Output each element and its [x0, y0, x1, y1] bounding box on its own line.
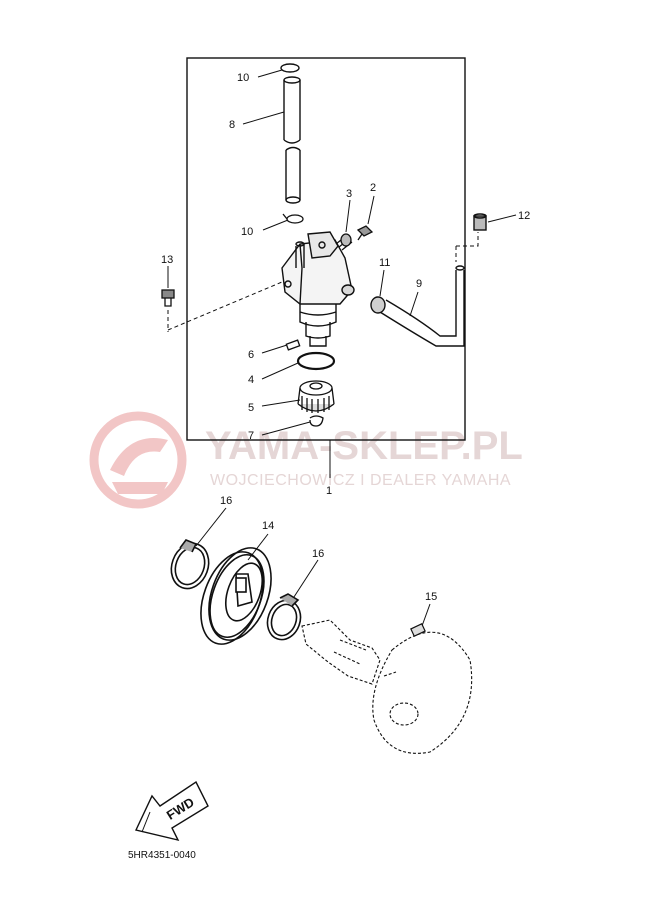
circlip — [309, 415, 324, 427]
callout-2: 2 — [370, 182, 376, 194]
hose-clip-lower — [282, 213, 304, 224]
watermark-title: YAMA-SKLEP.PL — [205, 424, 523, 468]
watermark-subtitle: WOJCIECHOWICZ I DEALER YAMAHA — [210, 472, 511, 489]
callout-labels: 10 8 3 2 10 12 13 11 9 6 4 5 7 1 16 14 1… — [161, 72, 530, 603]
callout-7: 7 — [248, 430, 254, 442]
callout-10-mid: 10 — [241, 226, 253, 238]
callout-9: 9 — [416, 278, 422, 290]
diagram-code: 5HR4351-0040 — [128, 850, 196, 861]
callout-13: 13 — [161, 254, 173, 266]
callout-6: 6 — [248, 349, 254, 361]
callout-3: 3 — [346, 188, 352, 200]
hose-cap — [473, 213, 487, 231]
oil-hose-upper — [280, 63, 301, 204]
crankshaft-reference — [301, 619, 473, 754]
pump-drive-gear — [297, 380, 335, 413]
pin — [285, 339, 301, 351]
guide-lines — [167, 232, 479, 332]
callout-5: 5 — [248, 402, 254, 414]
callout-14: 14 — [262, 520, 274, 532]
pump-spring — [335, 233, 353, 251]
mounting-bolt — [161, 289, 175, 307]
callout-4: 4 — [248, 374, 254, 386]
forward-direction-arrow: FWD — [134, 780, 209, 842]
callout-8: 8 — [229, 119, 235, 131]
crankshaft-pulley — [200, 547, 272, 645]
oil-pump-body — [281, 231, 355, 347]
circlip-right — [266, 593, 302, 641]
callout-12: 12 — [518, 210, 530, 222]
callout-1: 1 — [326, 485, 332, 497]
callout-11: 11 — [379, 257, 390, 269]
watermark: YAMA-SKLEP.PL WOJCIECHOWICZ I DEALER YAM… — [89, 411, 523, 509]
assembly-frame — [186, 57, 466, 441]
callout-15: 15 — [425, 591, 437, 603]
leader-lines — [167, 69, 517, 627]
oil-delivery-hose — [379, 265, 465, 347]
woodruff-key — [410, 623, 426, 637]
callout-16-right: 16 — [312, 548, 324, 560]
o-ring — [296, 351, 336, 371]
callout-16-left: 16 — [220, 495, 232, 507]
hose-clamp — [370, 296, 386, 314]
adjust-screw — [356, 225, 374, 241]
circlip-left — [170, 539, 210, 590]
callout-10-top: 10 — [237, 72, 249, 84]
